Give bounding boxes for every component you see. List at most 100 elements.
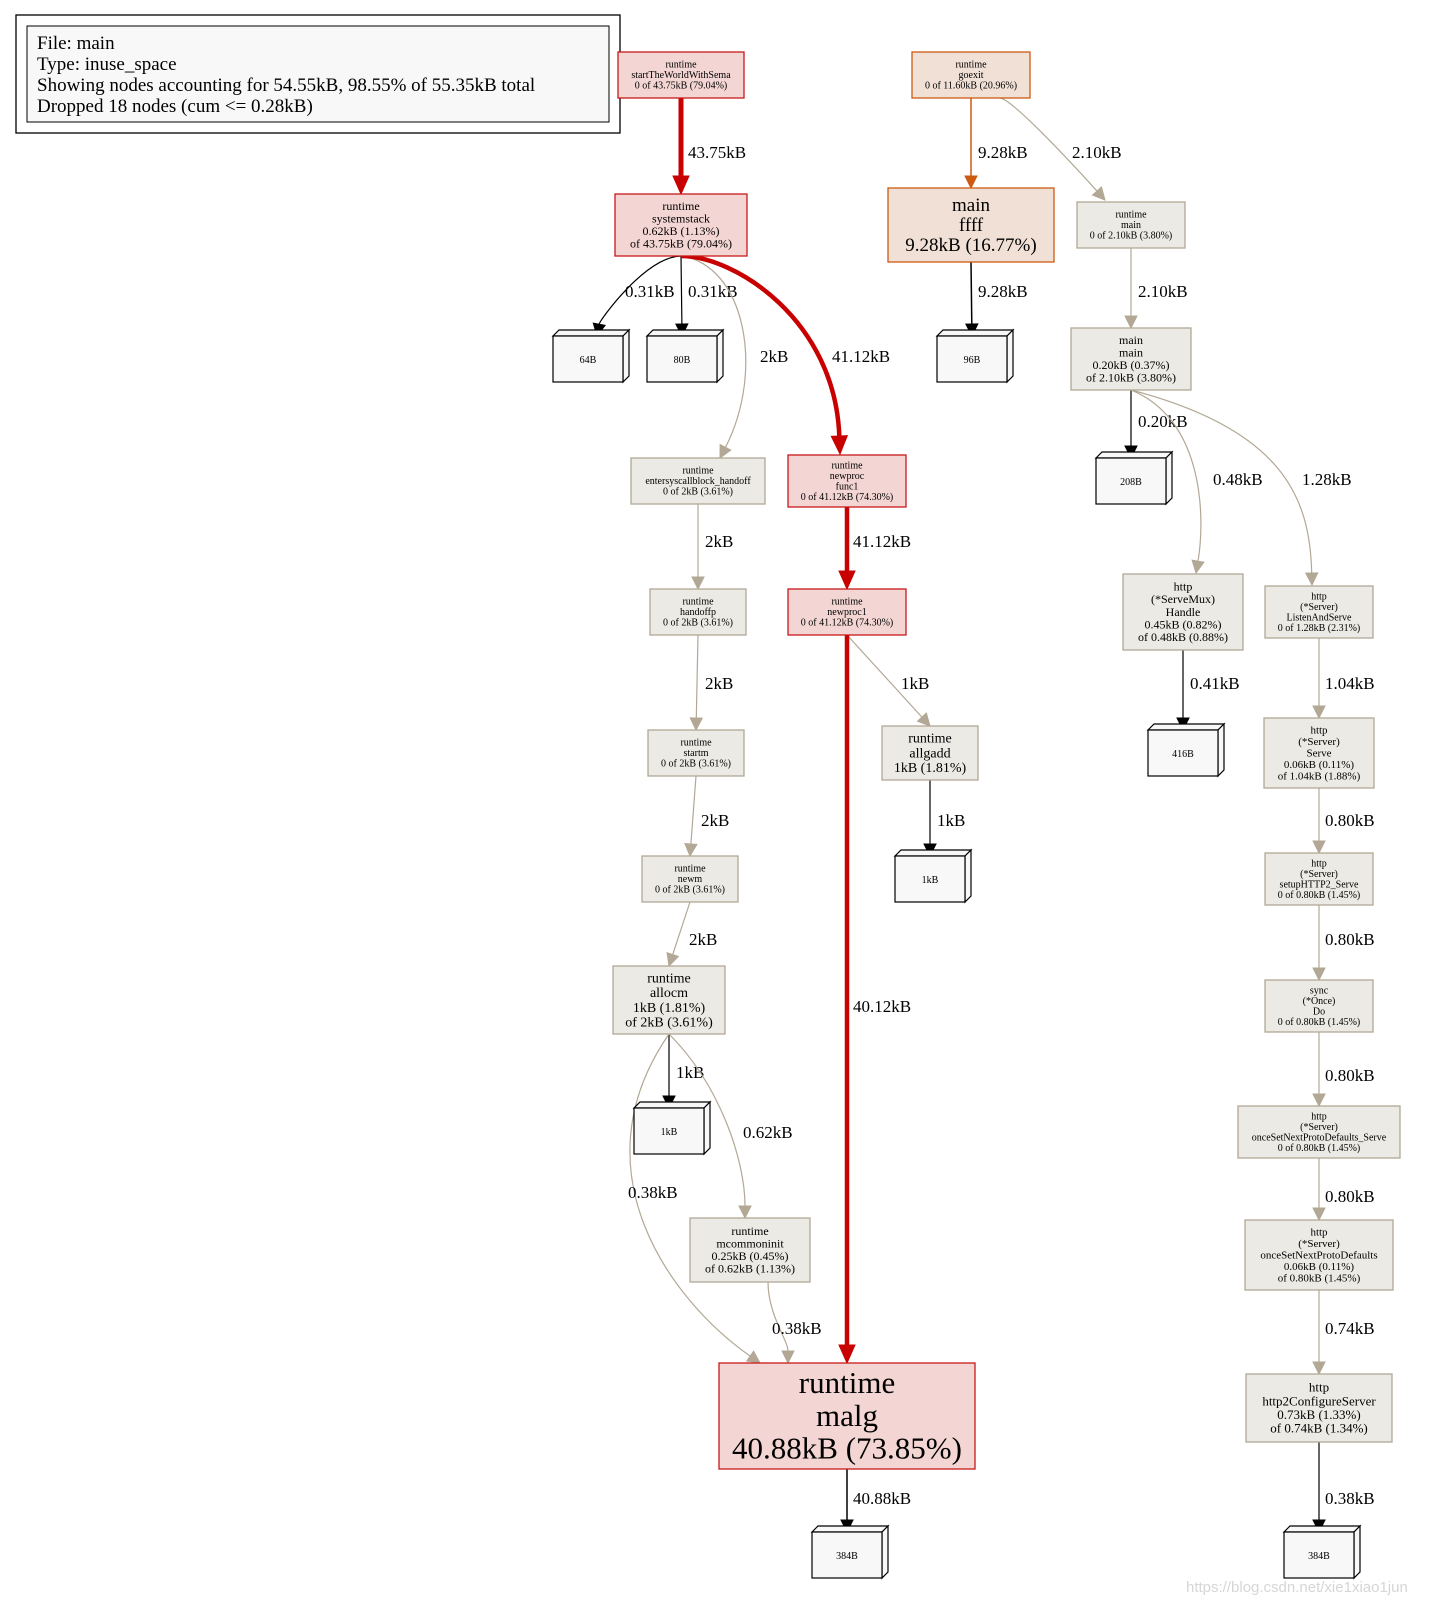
edge-http2Configure-to-leaf384B: 0.38kB	[1312, 1442, 1375, 1534]
node-label-line: 0.06kB (0.11%)	[1284, 759, 1355, 771]
node-label-line: of 0.62kB (1.13%)	[705, 1262, 795, 1276]
node-label-line: http	[1309, 1380, 1329, 1395]
node-label-line: newproc1	[827, 607, 866, 618]
node-label-line: runtime	[831, 597, 863, 608]
edge-line	[690, 775, 697, 845]
edge-label: 41.12kB	[853, 532, 911, 551]
node-leaf1kB[interactable]: 1kB	[893, 848, 973, 904]
edge-arrowhead	[1312, 1207, 1326, 1222]
edge-allgadd-to-leaf1kB: 1kB	[923, 780, 965, 858]
node-leaf64[interactable]: 64B	[551, 328, 631, 384]
node-leaf384A[interactable]: 384B	[810, 1524, 890, 1580]
node-label-line: 0 of 11.60kB (20.96%)	[925, 81, 1017, 92]
node-label-line: runtime	[908, 732, 952, 747]
node-leaf384B[interactable]: 384B	[1282, 1524, 1362, 1580]
node-label-line: of 2.10kB (3.80%)	[1086, 371, 1176, 385]
edge-arrowhead	[1312, 1093, 1326, 1108]
node-label-line: 0 of 2kB (3.61%)	[655, 885, 725, 896]
edge-onceDo-to-onceSetServe: 0.80kB	[1312, 1032, 1375, 1108]
node-box	[689, 1217, 811, 1283]
node-label-line: mcommoninit	[716, 1236, 784, 1250]
leaf-box-front	[1283, 1531, 1355, 1579]
node-label-line: runtime	[674, 864, 706, 875]
node-onceSet[interactable]: http(*Server)onceSetNextProtoDefaults0.0…	[1244, 1219, 1394, 1291]
node-label-line: Handle	[1166, 605, 1201, 619]
edge-serveMuxHandle-to-leaf416: 0.41kB	[1176, 650, 1240, 732]
edge-newproc1-to-malg: 40.12kB	[838, 635, 911, 1365]
info-file: File: main	[37, 33, 115, 54]
node-leaf416[interactable]: 416B	[1146, 722, 1226, 778]
edge-label: 2kB	[705, 532, 733, 551]
leaf-box-front	[1095, 457, 1167, 505]
edge-label: 0.48kB	[1213, 470, 1263, 489]
edge-label: 0.80kB	[1325, 1066, 1375, 1085]
leaf-box-top	[810, 1525, 890, 1533]
info-showing: Showing nodes accounting for 54.55kB, 98…	[37, 75, 535, 96]
node-label-line: malg	[816, 1398, 878, 1433]
leaf-box-front	[552, 335, 624, 383]
node-label-line: of 0.74kB (1.34%)	[1270, 1421, 1368, 1436]
edge-arrowhead	[916, 712, 931, 727]
node-label-line: runtime	[647, 971, 691, 986]
edge-arrowhead	[1091, 186, 1106, 201]
node-leaf80[interactable]: 80B	[645, 328, 725, 384]
leaf-box-side	[703, 1100, 711, 1156]
node-label-line: 0.73kB (1.33%)	[1277, 1407, 1360, 1422]
node-label-line: Do	[1313, 1006, 1325, 1017]
node-onceSetServe[interactable]: http(*Server)onceSetNextProtoDefaults_Se…	[1237, 1105, 1401, 1159]
node-label-line: ListenAndServe	[1287, 612, 1353, 623]
node-label-line: main	[952, 195, 990, 216]
node-label-line: 0.62kB (1.13%)	[643, 224, 720, 238]
edge-arrowhead	[672, 175, 690, 196]
edge-line	[970, 261, 973, 325]
edge-runtimeMain-to-mainMain: 2.10kB	[1124, 248, 1188, 330]
node-label-line: of 2kB (3.61%)	[625, 1015, 713, 1030]
node-leaf1kA[interactable]: 1kB	[632, 1100, 712, 1156]
edge-arrowhead	[689, 717, 704, 732]
node-onceDo[interactable]: sync(*Once)Do0 of 0.80kB (1.45%)	[1264, 979, 1374, 1033]
node-label-line: (*Server)	[1298, 736, 1340, 748]
edge-arrowhead	[691, 576, 705, 591]
edge-arrowhead	[719, 443, 732, 459]
node-label-line: startTheWorldWithSema	[631, 70, 731, 81]
edge-arrowhead	[745, 1350, 761, 1364]
leaf-box-side	[881, 1524, 889, 1580]
node-label-line: 0 of 0.80kB (1.45%)	[1278, 1143, 1361, 1154]
edge-mainMain-to-listenAndServe: 1.28kB	[1130, 389, 1352, 587]
node-label-line: runtime	[682, 466, 714, 477]
edge-handoffp-to-startm: 2kB	[689, 634, 733, 732]
node-leaf96[interactable]: 96B	[935, 328, 1015, 384]
node-label-line: of 1.04kB (1.88%)	[1278, 771, 1361, 783]
node-label-line: runtime	[731, 1224, 768, 1238]
leaf-box-side	[1353, 1524, 1361, 1580]
leaf-box-top	[551, 329, 631, 337]
node-leaf208[interactable]: 208B	[1094, 450, 1174, 506]
leaf-box-front	[633, 1107, 705, 1155]
leaf-box-top	[1146, 723, 1226, 731]
edge-arrowhead	[838, 1344, 856, 1365]
leaf-label: 208B	[1120, 477, 1142, 488]
edge-newprocFunc1-to-newproc1: 41.12kB	[838, 507, 911, 591]
node-label-line: 0.06kB (0.11%)	[1284, 1261, 1355, 1273]
